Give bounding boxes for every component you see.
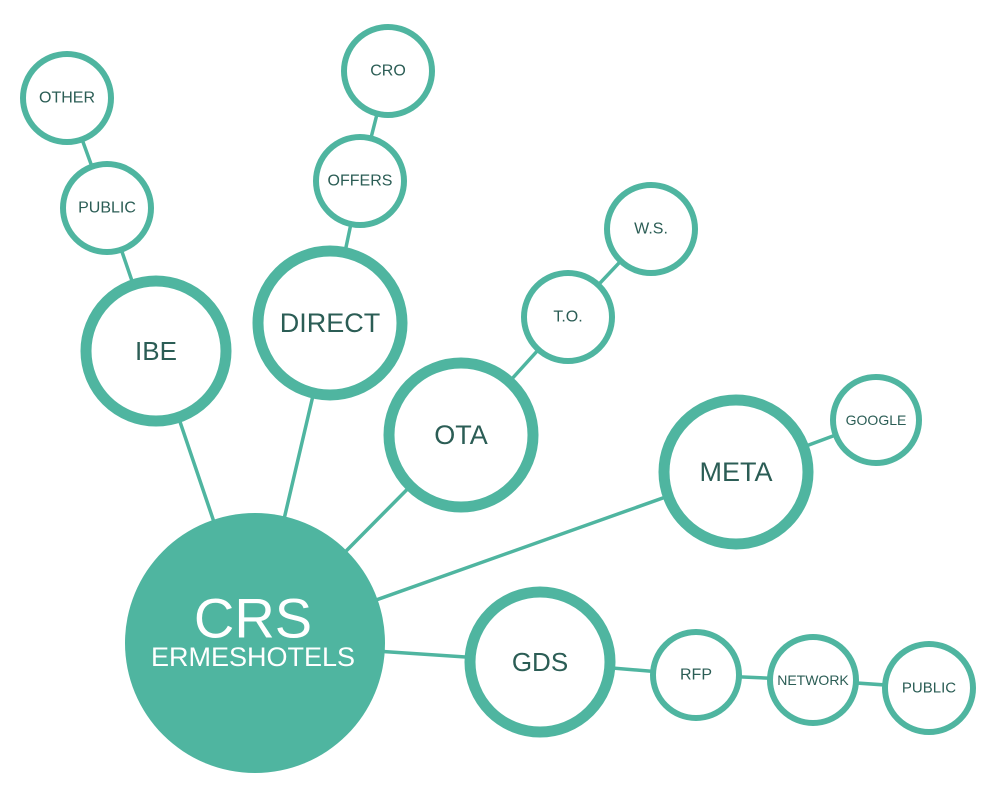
node-gds-label: GDS [512, 647, 568, 677]
node-network: NETWORK [767, 634, 859, 726]
node-ibe-label: IBE [135, 336, 177, 366]
node-cro-label: CRO [370, 63, 406, 80]
node-google: GOOGLE [830, 374, 922, 466]
node-to: T.O. [521, 270, 615, 364]
node-rfp: RFP [650, 629, 742, 721]
node-public-ibe: PUBLIC [60, 161, 154, 255]
hub-node: CRS ERMESHOTELS [125, 513, 385, 773]
node-ota-label: OTA [434, 420, 488, 450]
node-cro: CRO [341, 24, 435, 118]
node-offers: OFFERS [313, 134, 407, 228]
node-gds: GDS [464, 586, 616, 738]
node-to-label: T.O. [553, 309, 582, 326]
node-meta-label: META [700, 457, 773, 487]
hub-subtitle: ERMESHOTELS [151, 642, 355, 672]
node-ota: OTA [383, 357, 539, 513]
node-offers-label: OFFERS [328, 173, 393, 190]
node-other: OTHER [20, 51, 114, 145]
node-network-label: NETWORK [777, 672, 849, 688]
node-ibe: IBE [80, 275, 232, 427]
node-direct: DIRECT [252, 245, 408, 401]
hub-title: CRS [194, 587, 312, 650]
node-other-label: OTHER [39, 90, 95, 107]
node-ws: W.S. [604, 182, 698, 276]
node-google-label: GOOGLE [846, 412, 907, 428]
node-ws-label: W.S. [634, 221, 668, 238]
node-rfp-label: RFP [680, 667, 712, 684]
hub-circle [125, 513, 385, 773]
node-public-ibe-label: PUBLIC [78, 200, 136, 217]
node-public-gds-label: PUBLIC [902, 680, 956, 697]
node-direct-label: DIRECT [280, 308, 381, 338]
node-public-gds: PUBLIC [882, 641, 976, 735]
node-meta: META [658, 394, 814, 550]
